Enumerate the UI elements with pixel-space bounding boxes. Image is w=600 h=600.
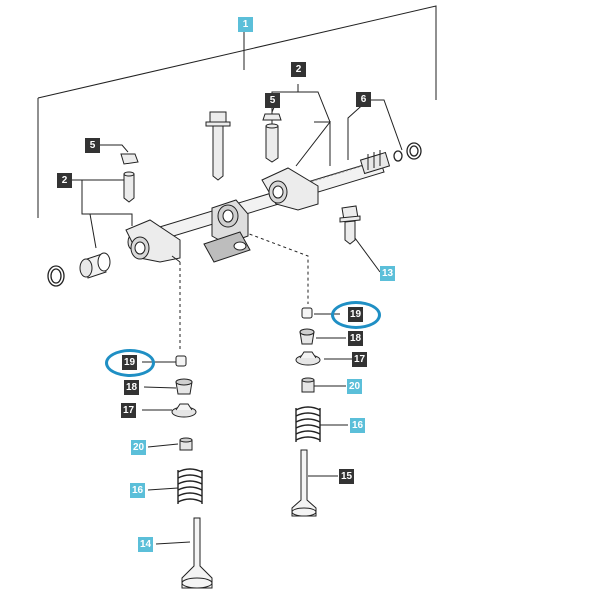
valve-seal-left — [179, 437, 193, 451]
leader-line — [368, 99, 403, 151]
valve-spring-left — [177, 468, 203, 504]
valve-cap-right — [301, 307, 313, 319]
callout-16-right: 16 — [350, 418, 365, 433]
callout-6: 6 — [356, 92, 371, 107]
leader-line — [298, 91, 331, 166]
callout-17-right: 17 — [352, 352, 367, 367]
callout-2-top: 2 — [291, 62, 306, 77]
bolt-13 — [339, 205, 361, 245]
callout-20-left: 20 — [131, 440, 146, 455]
valve-left — [181, 517, 213, 589]
callout-2-left: 2 — [57, 173, 72, 188]
nut-left — [120, 153, 139, 165]
leader-line — [155, 541, 191, 545]
leader-line — [143, 386, 177, 389]
leader-line — [351, 233, 381, 273]
snap-ring-right — [393, 142, 422, 162]
spring-retainer-left — [171, 403, 197, 418]
bracket-line — [37, 5, 437, 100]
callout-5-top: 5 — [265, 93, 280, 108]
callout-17-left: 17 — [121, 403, 136, 418]
valve-right — [291, 449, 317, 517]
callout-5-left: 5 — [85, 138, 100, 153]
callout-15: 15 — [339, 469, 354, 484]
leader-line — [295, 121, 332, 167]
leader-line — [147, 443, 179, 448]
valve-keeper-right — [299, 328, 315, 345]
callout-14: 14 — [138, 537, 153, 552]
callout-18-right: 18 — [348, 331, 363, 346]
leader-line — [89, 213, 97, 249]
leader-line — [147, 487, 179, 491]
adjuster-screw-top — [265, 123, 279, 163]
shaft-collar-left — [79, 252, 111, 279]
leader-line — [347, 99, 369, 160]
rocker-arm-left — [125, 219, 181, 263]
valve-keeper-left — [175, 378, 193, 395]
adjuster-screw-left — [123, 171, 135, 203]
callout-16-left: 16 — [130, 483, 145, 498]
callout-19-right: 19 — [348, 307, 363, 322]
nut-top — [262, 113, 282, 121]
bolt-vertical — [205, 111, 231, 181]
valve-spring-right — [295, 406, 321, 442]
callout-13: 13 — [380, 266, 395, 281]
callout-20-right: 20 — [347, 379, 362, 394]
spring-retainer-right — [295, 351, 321, 366]
callout-19-left: 19 — [122, 355, 137, 370]
shaft-spline-end — [359, 150, 391, 175]
snap-ring-left — [47, 265, 65, 287]
shaft-support-bracket — [203, 199, 251, 263]
rocker-arm-right — [261, 167, 319, 211]
alignment-line — [243, 231, 309, 304]
valve-cap-left — [175, 355, 187, 367]
callout-18-left: 18 — [124, 380, 139, 395]
callout-1: 1 — [238, 17, 253, 32]
leader-line — [100, 144, 129, 153]
valve-seal-right — [301, 377, 315, 393]
leader-line — [81, 180, 133, 226]
